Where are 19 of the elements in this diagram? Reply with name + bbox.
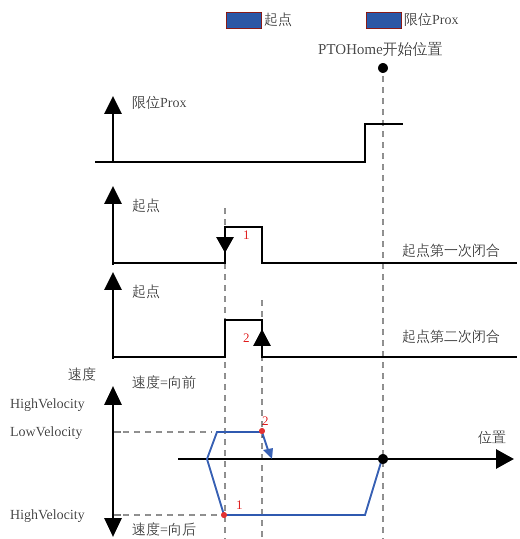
axis-label: 速度=向后 [132, 523, 196, 539]
value-label: HighVelocity [10, 508, 85, 524]
step-number: 1 [236, 497, 242, 513]
legend-label: 限位Prox [404, 13, 458, 29]
signal-label: PTOHome开始位置 [318, 42, 443, 58]
axis-label: 位置 [478, 431, 506, 447]
axis-label: 限位Prox [132, 96, 186, 112]
axis-label: 速度=向前 [132, 376, 196, 392]
step-number: 2 [262, 413, 268, 429]
signal-label: 起点第二次闭合 [402, 330, 500, 346]
value-label: HighVelocity [10, 397, 85, 413]
step-number: 2 [243, 330, 250, 346]
axis-label: 速度 [68, 368, 96, 384]
legend-label: 起点 [264, 13, 292, 29]
axis-label: 起点 [132, 199, 160, 215]
value-label: LowVelocity [10, 425, 82, 441]
axis-label: 起点 [132, 285, 160, 301]
step-number: 1 [243, 227, 250, 243]
signal-label: 起点第一次闭合 [402, 244, 500, 260]
